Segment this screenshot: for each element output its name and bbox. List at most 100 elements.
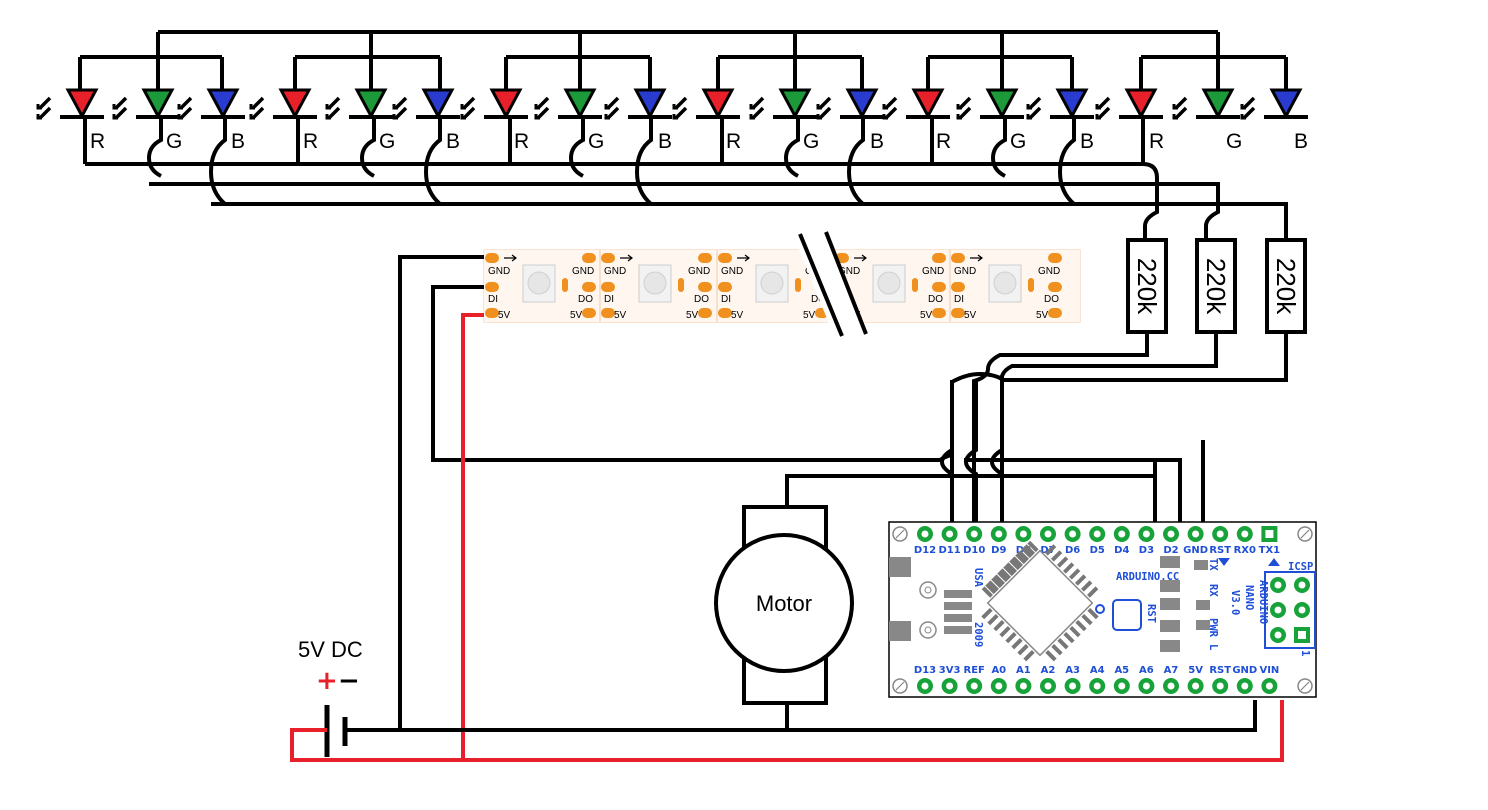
led-r: R (460, 88, 529, 153)
led-label: R (936, 130, 951, 153)
strip-5v-label: 5V (570, 310, 583, 321)
pin-bottom: A2 (1040, 665, 1056, 694)
led-label: G (379, 130, 395, 153)
pin-bottom: REF (964, 665, 985, 694)
led-g: G (325, 88, 395, 153)
led-label: R (514, 130, 529, 153)
pin-label: D4 (1114, 545, 1129, 556)
strip-break-mark (797, 231, 868, 338)
led-label: G (588, 130, 604, 153)
pin-bottom: A5 (1113, 665, 1130, 694)
pin-top: RX0 (1234, 526, 1256, 556)
pin-label: A6 (1139, 665, 1154, 676)
pin-label: A7 (1164, 665, 1179, 676)
pin-label: A2 (1041, 665, 1056, 676)
pin-label: 5V (1188, 665, 1203, 676)
pin-bottom: A3 (1064, 665, 1081, 694)
pin-label: D9 (991, 545, 1006, 556)
resistor-to-arduino-wires (939, 332, 1288, 530)
strip-gnd-label: GND (572, 266, 594, 277)
resistor-value: 220k (1201, 258, 1231, 315)
led-label: B (1080, 130, 1094, 153)
pin-top: D3 (1138, 526, 1155, 556)
led-b: B (816, 88, 884, 153)
mcu-chip (981, 540, 1099, 662)
led-b: B (392, 88, 460, 153)
led-g: G (534, 88, 604, 153)
strip-gnd-label: GND (954, 266, 976, 277)
strip-do-label: DO (694, 294, 709, 305)
pin-bottom: GND (1232, 665, 1257, 694)
led-label: B (658, 130, 672, 153)
pin-label: D12 (914, 545, 936, 556)
pin-top: D5 (1089, 526, 1106, 556)
pin-bottom: D13 (914, 665, 936, 694)
pin-label: D3 (1139, 545, 1154, 556)
led-label: R (1149, 130, 1164, 153)
strip-gnd-label: GND (488, 266, 510, 277)
board-name-text: NANO (1243, 585, 1255, 610)
led-b: B (177, 88, 245, 153)
strip-5v-label: 5V (686, 310, 699, 321)
strip-di-label: DI (604, 294, 614, 305)
power-plus: + (316, 666, 338, 696)
pin-label: D2 (1163, 545, 1178, 556)
strip-do-label: DO (1044, 294, 1059, 305)
pin-label: A3 (1065, 665, 1080, 676)
power-label: 5V DC (298, 637, 363, 662)
strip-5v-label: 5V (498, 310, 511, 321)
led-r: R (36, 88, 105, 153)
board-icsp-text: ICSP (1288, 561, 1313, 573)
pin-bottom: RST (1209, 665, 1231, 694)
strip-gnd-label: GND (688, 266, 710, 277)
pin-label: RST (1209, 665, 1231, 676)
led-label: R (303, 130, 318, 153)
led-g: G (1172, 88, 1242, 153)
led-r: R (882, 88, 951, 153)
pin-top: GND (1183, 526, 1208, 556)
pin-label: RST (1209, 545, 1231, 556)
pin-label: A0 (991, 665, 1006, 676)
strip-di-label: DI (954, 294, 964, 305)
strip-do-label: DO (928, 294, 943, 305)
pin-top: D2 (1163, 526, 1179, 556)
pin-top: D11 (938, 526, 961, 556)
led-label: G (1010, 130, 1026, 153)
strip-gnd-label: GND (1038, 266, 1060, 277)
pin-top: D6 (1064, 526, 1081, 556)
pin-label: 3V3 (939, 665, 961, 676)
board-name-text: ARDUINO (1257, 580, 1269, 624)
motor-label: Motor (756, 591, 812, 616)
resistor-blue: 220k (1265, 238, 1307, 334)
board-rx-text: RX (1207, 584, 1219, 597)
strip-gnd-label: GND (604, 266, 626, 277)
strip-di-label: DI (721, 294, 731, 305)
pin-top: RST (1209, 526, 1231, 556)
led-g: G (749, 88, 819, 153)
board-site-text: ARDUINO.CC (1116, 571, 1179, 583)
pin-label: RX0 (1234, 545, 1256, 556)
resistor-red: 220k (1126, 238, 1168, 334)
pin-bottom: A1 (1015, 665, 1032, 694)
motor: Motor (714, 474, 1155, 730)
pin-label: GND (1183, 545, 1208, 556)
led-label: B (231, 130, 245, 153)
pin-top: TX1 (1259, 526, 1280, 556)
strip-wires (398, 255, 1182, 760)
led-label: G (803, 130, 819, 153)
pin-label: REF (964, 665, 985, 676)
pin-label: D13 (914, 665, 936, 676)
resistor-value: 220k (1271, 258, 1301, 315)
led-label: R (726, 130, 741, 153)
led-r: R (672, 88, 741, 153)
led-r: R (249, 88, 318, 153)
led-label: G (166, 130, 182, 153)
board-l-text: L (1207, 644, 1219, 650)
strip-do-label: DO (578, 294, 593, 305)
pin-bottom: A0 (990, 665, 1007, 694)
pin-top: D9 (990, 526, 1007, 556)
